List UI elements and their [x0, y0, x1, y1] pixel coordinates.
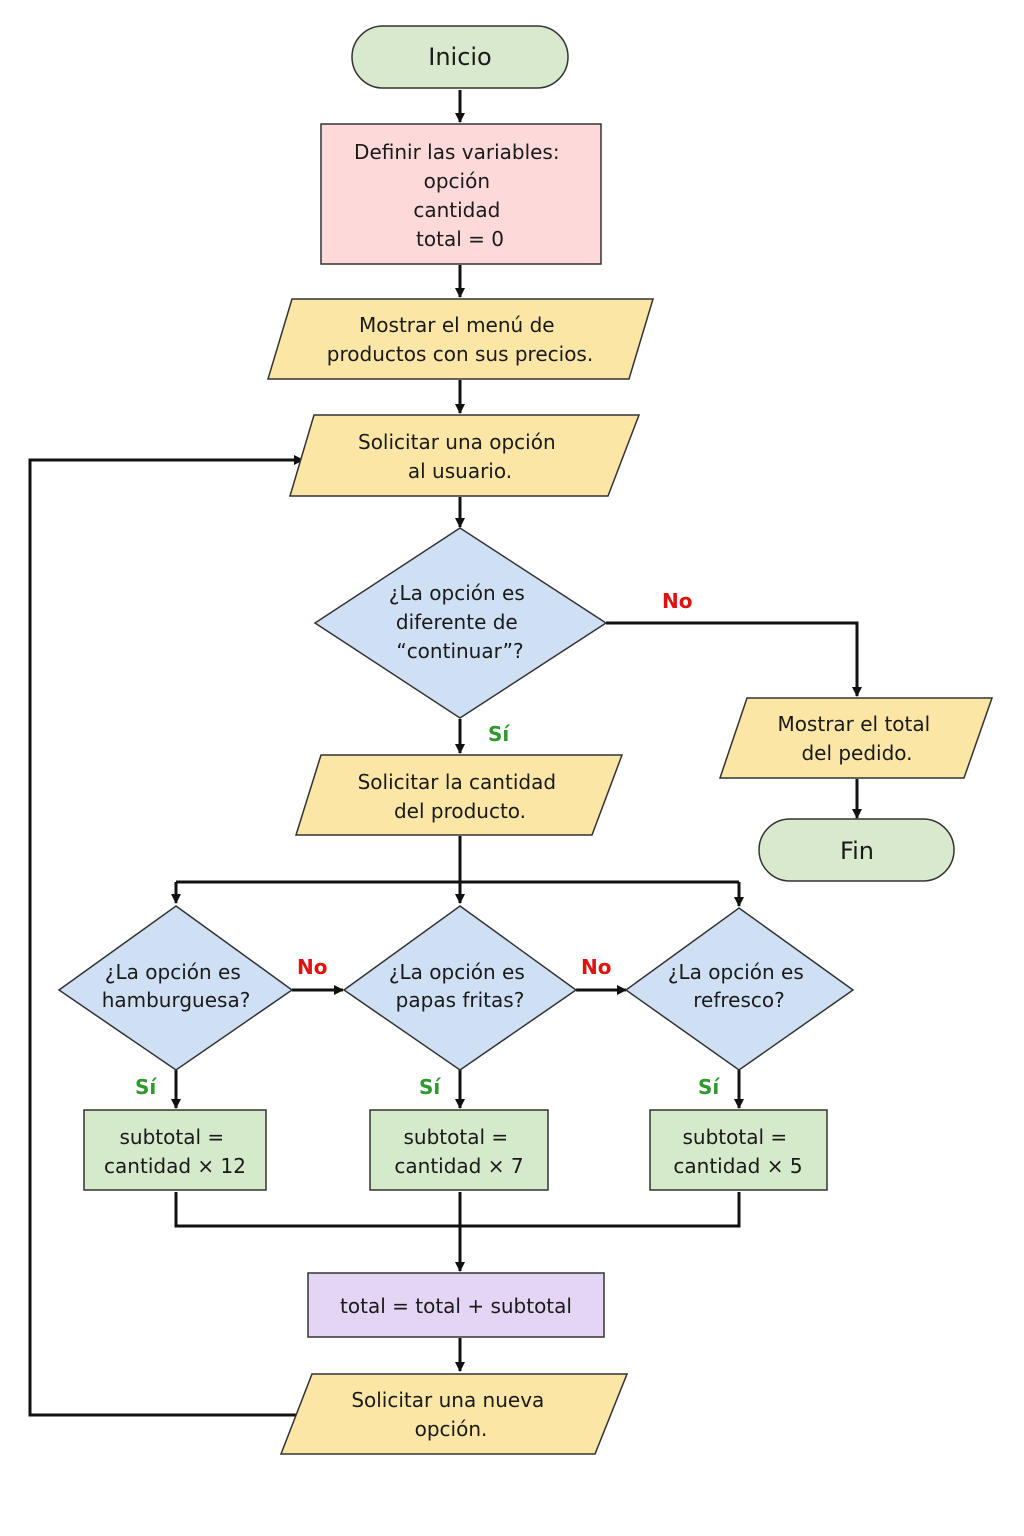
node-cantidad-line-1: Solicitar la cantidad	[358, 770, 556, 794]
node-continuar-line-1: ¿La opción es	[389, 581, 525, 605]
node-decision-refresco: ¿La opción es refresco?	[624, 907, 855, 1071]
label-papas-si: Sí	[419, 1075, 441, 1099]
svg-text:¿La opción es hamburgu: ¿La opción es hamburguesa?	[102, 960, 251, 1012]
node-subtotal-5: subtotal = cantidad × 5	[649, 1109, 828, 1191]
io-shape	[279, 1373, 629, 1455]
node-menu-line-2: productos con sus precios.	[327, 342, 593, 366]
node-definir-line-3: cantidad	[413, 198, 500, 222]
node-decision-hamburguesa: ¿La opción es hamburguesa?	[57, 905, 294, 1071]
svg-text:Definir las variables:: Definir las variables: opción cantidad t…	[354, 140, 566, 251]
node-decision-papas: ¿La opción es papas fritas?	[342, 905, 578, 1071]
node-continuar-line-3: “continuar”?	[396, 639, 523, 663]
edges	[28, 90, 862, 1417]
svg-text:Inicio: Inicio	[428, 43, 492, 71]
node-solicitar-line-2: al usuario.	[408, 459, 512, 483]
label-refresco-si: Sí	[698, 1075, 720, 1099]
node-fin-text: Fin	[840, 837, 874, 865]
node-subtotal-5-line-2: cantidad × 5	[673, 1154, 802, 1178]
node-solicitar-line-1: Solicitar una opción	[358, 430, 556, 454]
svg-text:¿La opción es refresco: ¿La opción es refresco?	[668, 960, 810, 1012]
process-shape	[83, 1109, 267, 1191]
node-definir-variables: Definir las variables: opción cantidad t…	[320, 123, 602, 265]
node-nueva-opcion: Solicitar una nueva opción.	[279, 1373, 629, 1455]
label-continuar-si: Sí	[488, 722, 510, 746]
node-cantidad-line-2: del producto.	[394, 799, 526, 823]
process-shape	[649, 1109, 828, 1191]
edge-loop-back	[28, 455, 304, 1417]
svg-text:¿La opción es papas fr: ¿La opción es papas fritas?	[389, 960, 531, 1012]
node-continuar-line-2: diferente de	[396, 610, 518, 634]
process-shape	[369, 1109, 549, 1191]
node-nueva-line-2: opción.	[415, 1417, 488, 1441]
io-shape	[718, 697, 994, 779]
io-shape	[266, 298, 655, 380]
node-papas-line-1: ¿La opción es	[389, 960, 525, 984]
node-mostrar-menu: Mostrar el menú de productos con sus pre…	[266, 298, 655, 380]
node-total-suma-text: total = total + subtotal	[340, 1294, 572, 1318]
node-refresco-line-2: refresco?	[693, 988, 784, 1012]
accumulate-shape	[307, 1272, 605, 1338]
node-subtotal-7-line-2: cantidad × 7	[394, 1154, 523, 1178]
node-definir-line-1: Definir las variables:	[354, 140, 560, 164]
node-hamburguesa-line-1: ¿La opción es	[105, 960, 241, 984]
node-decision-continuar: ¿La opción es diferente de “continuar”?	[313, 527, 608, 719]
node-total-suma: total = total + subtotal	[307, 1272, 605, 1338]
node-nueva-line-1: Solicitar una nueva	[351, 1388, 544, 1412]
node-mostrar-total-line-2: del pedido.	[801, 741, 912, 765]
svg-text:Fin: Fin	[840, 837, 874, 865]
node-mostrar-total-line-1: Mostrar el total	[777, 712, 930, 736]
node-fin: Fin	[758, 818, 955, 882]
node-papas-line-2: papas fritas?	[396, 988, 525, 1012]
edge-merge-bar	[174, 1192, 741, 1228]
node-subtotal-7: subtotal = cantidad × 7	[369, 1109, 549, 1191]
node-definir-line-2: opción	[424, 169, 490, 193]
terminal-shape	[758, 818, 955, 882]
svg-text:subtotal = cantidad ×: subtotal = cantidad × 12	[104, 1125, 246, 1178]
label-continuar-no: No	[662, 589, 692, 613]
node-subtotal-5-line-1: subtotal =	[683, 1125, 788, 1149]
edge-decision-no-mostrar-total	[606, 621, 862, 697]
svg-text:Mostrar el menú de pro: Mostrar el menú de productos con sus pre…	[327, 313, 593, 366]
node-definir-line-4: total = 0	[416, 227, 504, 251]
node-subtotal-12: subtotal = cantidad × 12	[83, 1109, 267, 1191]
node-subtotal-12-line-2: cantidad × 12	[104, 1154, 246, 1178]
terminal-shape	[351, 25, 569, 89]
svg-text:Solicitar una nueva op: Solicitar una nueva opción.	[351, 1388, 550, 1441]
node-inicio: Inicio	[351, 25, 569, 89]
label-papas-no: No	[581, 955, 611, 979]
node-solicitar-cantidad: Solicitar la cantidad del producto.	[294, 754, 624, 836]
decision-shape	[342, 905, 578, 1071]
svg-text:Solicitar la cantidad: Solicitar la cantidad del producto.	[358, 770, 563, 823]
label-hamburguesa-no: No	[297, 955, 327, 979]
decision-shape	[313, 527, 608, 719]
svg-text:¿La opción es diferent: ¿La opción es diferente de “continuar”?	[389, 581, 531, 663]
node-subtotal-7-line-1: subtotal =	[404, 1125, 509, 1149]
decision-shape	[624, 907, 855, 1071]
node-subtotal-12-line-1: subtotal =	[120, 1125, 225, 1149]
node-solicitar-opcion: Solicitar una opción al usuario.	[288, 414, 641, 497]
svg-text:Mostrar el total del p: Mostrar el total del pedido.	[777, 712, 936, 765]
label-hamburguesa-si: Sí	[135, 1075, 157, 1099]
nodes: Inicio Definir las variables: opción can…	[57, 25, 994, 1455]
svg-text:subtotal = cantidad ×: subtotal = cantidad × 7	[394, 1125, 523, 1178]
definition-shape	[320, 123, 602, 265]
svg-text:subtotal = cantidad ×: subtotal = cantidad × 5	[673, 1125, 802, 1178]
io-shape	[288, 414, 641, 497]
node-refresco-line-1: ¿La opción es	[668, 960, 804, 984]
node-inicio-text: Inicio	[428, 43, 492, 71]
node-menu-line-1: Mostrar el menú de	[359, 313, 555, 337]
node-mostrar-total: Mostrar el total del pedido.	[718, 697, 994, 779]
svg-text:Solicitar una opción a: Solicitar una opción al usuario.	[358, 430, 562, 483]
node-hamburguesa-line-2: hamburguesa?	[102, 988, 251, 1012]
decision-shape	[57, 905, 294, 1071]
io-shape	[294, 754, 624, 836]
svg-text:total = total + subtotal: total = total + subtotal	[340, 1294, 572, 1318]
edge-labels: No Sí No No Sí Sí Sí	[135, 589, 720, 1099]
